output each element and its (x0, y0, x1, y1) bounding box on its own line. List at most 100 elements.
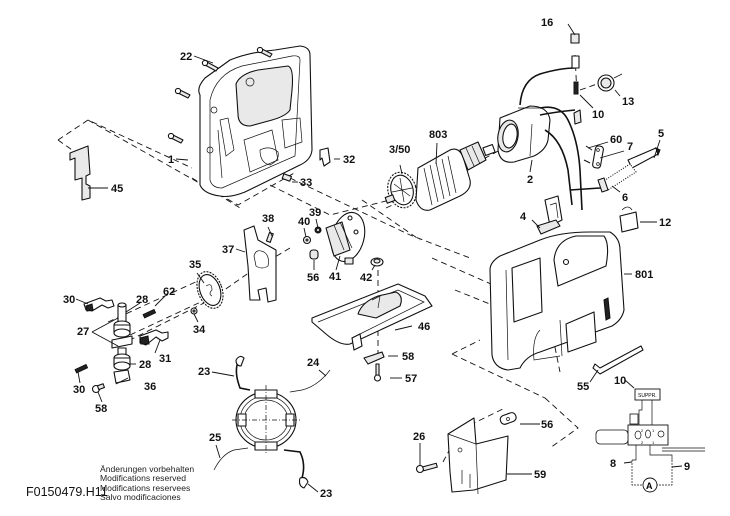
label-7: 7 (627, 141, 633, 153)
part-13-speed-dial[interactable] (597, 73, 623, 92)
label-25: 25 (209, 432, 221, 444)
part-41-bushing[interactable] (370, 257, 384, 267)
part-37-pin[interactable] (265, 232, 274, 243)
label-12: 12 (659, 217, 671, 229)
label-23-bottom: 23 (320, 488, 332, 500)
label-27: 27 (77, 326, 89, 338)
part-45-hex-key[interactable] (592, 345, 644, 375)
part-58-shoe-clamp[interactable] (363, 351, 385, 365)
part-6-cord-guard[interactable] (597, 163, 637, 193)
label-16: 16 (541, 17, 553, 29)
label-28-upper: 28 (136, 294, 148, 306)
label-29: 30 (73, 384, 85, 396)
disclaimer-es: Salvo modificaciones (100, 492, 181, 503)
label-60: 60 (610, 134, 622, 146)
part-16-connector-cap[interactable] (570, 33, 580, 44)
label-10-top: 10 (592, 109, 604, 121)
terminal-label: 2 (641, 428, 644, 433)
leader-lines (75, 23, 683, 493)
part-10-suppressor[interactable] (571, 55, 582, 125)
terminal-label: 1 (652, 428, 655, 433)
part-labels: 22 1 32 33 45 38 37 40 39 56 41 42 35 34… (63, 17, 690, 500)
part-2-field-stator[interactable] (495, 105, 551, 163)
label-36: 37 (222, 244, 234, 256)
suppressor-box (634, 388, 661, 401)
label-9: 9 (684, 461, 690, 473)
part-56-roller[interactable] (499, 412, 517, 426)
label-28-lower: 28 (139, 359, 151, 371)
disclaimer-notes: Änderungen vorbehalten Modifications res… (100, 464, 195, 503)
part-27-plunger-assembly[interactable] (111, 302, 133, 384)
label-59: 59 (534, 469, 546, 481)
label-6: 6 (622, 192, 628, 204)
label-38: 39 (309, 207, 321, 219)
label-30-lower: 31 (159, 353, 171, 365)
label-30-upper: 30 (63, 294, 75, 306)
part-39-washer[interactable] (302, 235, 312, 245)
part-22-screws[interactable] (167, 46, 273, 144)
part-31-clip[interactable] (319, 147, 331, 167)
label-23-top: 23 (198, 366, 210, 378)
motor-symbol-label: A (646, 481, 653, 491)
label-801: 801 (635, 269, 653, 281)
label-10-schematic: 10 (614, 375, 626, 387)
label-4: 4 (520, 211, 527, 223)
label-45: 55 (577, 381, 589, 393)
part-29-pin[interactable] (74, 363, 89, 374)
disclaimer-de: Änderungen vorbehalten (100, 464, 195, 474)
part-33-washer[interactable] (190, 307, 198, 315)
part-42-nameplate[interactable] (69, 145, 91, 201)
brush-holder-assembly[interactable] (232, 385, 300, 455)
part-55-bushing[interactable] (309, 249, 319, 260)
part-801-housing-right[interactable] (489, 231, 625, 371)
part-4-switch[interactable] (536, 195, 563, 235)
part-43-shoe-base[interactable] (311, 283, 433, 351)
label-8: 8 (610, 458, 616, 470)
part-36-counterweight-plate[interactable] (243, 225, 277, 303)
part-34-gear[interactable] (192, 268, 228, 312)
label-39: 40 (298, 216, 310, 228)
label-33: 34 (193, 324, 206, 336)
label-43: 46 (418, 321, 430, 333)
part-40-gear-housing[interactable] (325, 209, 370, 266)
terminal-label: 1 (652, 440, 655, 445)
label-803: 803 (429, 129, 447, 141)
label-5: 5 (658, 128, 664, 140)
label-35: 36 (144, 381, 156, 393)
label-58: 58 (402, 351, 414, 363)
part-57-screw[interactable] (91, 383, 105, 394)
part-60-screws[interactable] (583, 145, 593, 164)
suppressor-box-label: SUPPR. (638, 393, 657, 399)
label-41: 42 (360, 272, 372, 284)
label-1: 1 (168, 154, 174, 166)
part-3-50-fan[interactable] (384, 169, 420, 211)
label-2: 2 (527, 174, 533, 186)
disclaimer-fr: Modifications reservees (100, 482, 191, 493)
disclaimer-en: Modifications reserved (100, 473, 186, 484)
part-59-blade-guard[interactable] (447, 417, 509, 495)
label-40: 41 (329, 271, 341, 283)
part-30-guide-clip-lower[interactable] (139, 329, 169, 346)
label-24: 24 (307, 357, 320, 369)
part-1-housing-left[interactable] (198, 45, 313, 198)
part-23-brush-top[interactable] (235, 355, 251, 391)
part-32-pin[interactable] (281, 173, 292, 182)
part-30-guide-clip-upper[interactable] (83, 297, 115, 312)
label-3-50: 3/50 (389, 144, 410, 156)
wiring-schematic: SUPPR. 2 1 2 1 A (595, 388, 705, 493)
label-62: 62 (163, 286, 175, 298)
label-56: 56 (541, 419, 553, 431)
part-12-capacitor-block[interactable] (619, 206, 639, 233)
part-24-lead-wire[interactable] (289, 369, 331, 393)
part-25-lead-wire[interactable] (213, 447, 249, 471)
label-34: 35 (189, 259, 201, 271)
part-803-armature[interactable] (415, 141, 496, 211)
part-23-brush-bottom[interactable] (283, 449, 309, 489)
label-37: 38 (262, 213, 274, 225)
label-57: 58 (95, 403, 107, 415)
label-32: 33 (300, 177, 312, 189)
part-46-screw[interactable] (373, 363, 382, 382)
part-62-pin[interactable] (142, 308, 157, 319)
motor-symbol (642, 477, 658, 493)
